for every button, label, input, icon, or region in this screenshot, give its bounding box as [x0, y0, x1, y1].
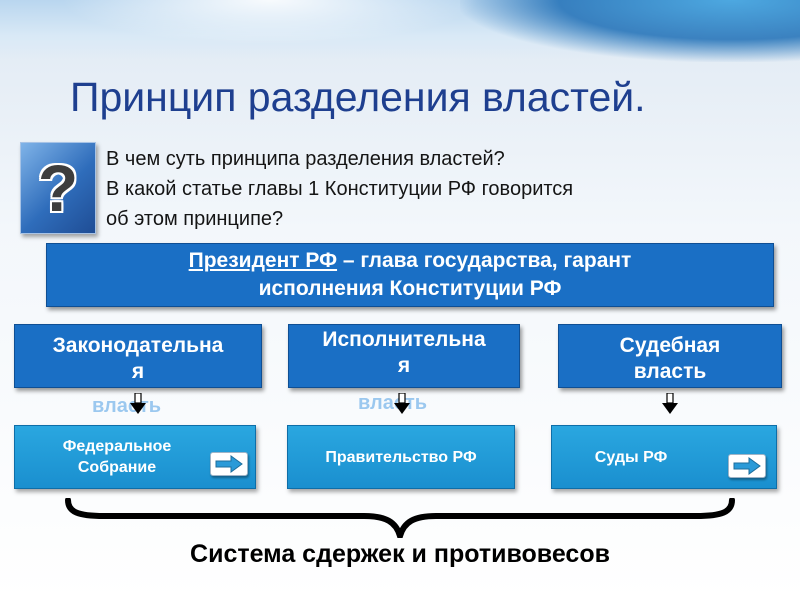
- organ-federal-assembly-line-1: Федеральное: [62, 438, 172, 455]
- president-line-1-rest: – глава государства, гарант: [337, 249, 632, 272]
- branch-executive-line-1: Исполнительна: [322, 328, 486, 351]
- branch-legislative-line-1: Законодательна: [52, 334, 224, 357]
- system-label: Система сдержек и противовесов: [190, 540, 610, 568]
- question-box: ?: [20, 142, 96, 234]
- president-box: Президент РФ – глава государства, гарант…: [46, 243, 774, 307]
- arrow-down-icon: [394, 393, 410, 414]
- arrow-down-icon: [662, 393, 678, 414]
- arrow-right-icon[interactable]: [210, 452, 248, 476]
- branch-judicial: Судебная власть: [558, 324, 782, 388]
- organ-federal-assembly-line-2: Собрание: [77, 459, 157, 476]
- header-highlight-decoration: [60, 0, 480, 45]
- slide-title: Принцип разделения властей.: [70, 74, 646, 120]
- president-line-1: Президент РФ – глава государства, гарант: [47, 247, 773, 275]
- header-wave-decoration: [460, 0, 800, 62]
- branch-legislative: Законодательна я: [14, 324, 262, 388]
- question-line-1: В чем суть принципа разделения властей?: [106, 148, 505, 170]
- branch-legislative-line-2: я: [131, 360, 145, 383]
- arrow-right-icon-glyph: [215, 455, 243, 473]
- branch-judicial-line-2: власть: [633, 360, 707, 383]
- branch-executive: Исполнительна я: [288, 324, 520, 388]
- organ-government: Правительство РФ: [287, 425, 515, 489]
- branch-legislative-overflow: власть: [92, 395, 162, 417]
- question-mark-icon: ?: [37, 151, 79, 225]
- curly-brace: [65, 498, 735, 538]
- question-line-3: об этом принципе?: [106, 208, 284, 230]
- president-link[interactable]: Президент РФ: [188, 249, 338, 272]
- question-line-2: В какой статье главы 1 Конституции РФ го…: [106, 178, 574, 200]
- arrow-right-icon-glyph: [733, 457, 761, 475]
- president-line-2: исполнения Конституции РФ: [258, 277, 562, 300]
- branch-executive-line-2: я: [397, 354, 411, 377]
- organ-courts-label: Суды РФ: [594, 448, 668, 466]
- questions-text: В чем суть принципа разделения властей? …: [106, 144, 786, 234]
- organ-government-label: Правительство РФ: [325, 448, 477, 466]
- branch-judicial-line-1: Судебная: [619, 334, 721, 357]
- branch-executive-overflow: власть: [358, 392, 428, 414]
- organ-federal-assembly: Федеральное Собрание: [14, 425, 256, 489]
- arrow-down-icon: [130, 393, 146, 414]
- arrow-right-icon[interactable]: [728, 454, 766, 478]
